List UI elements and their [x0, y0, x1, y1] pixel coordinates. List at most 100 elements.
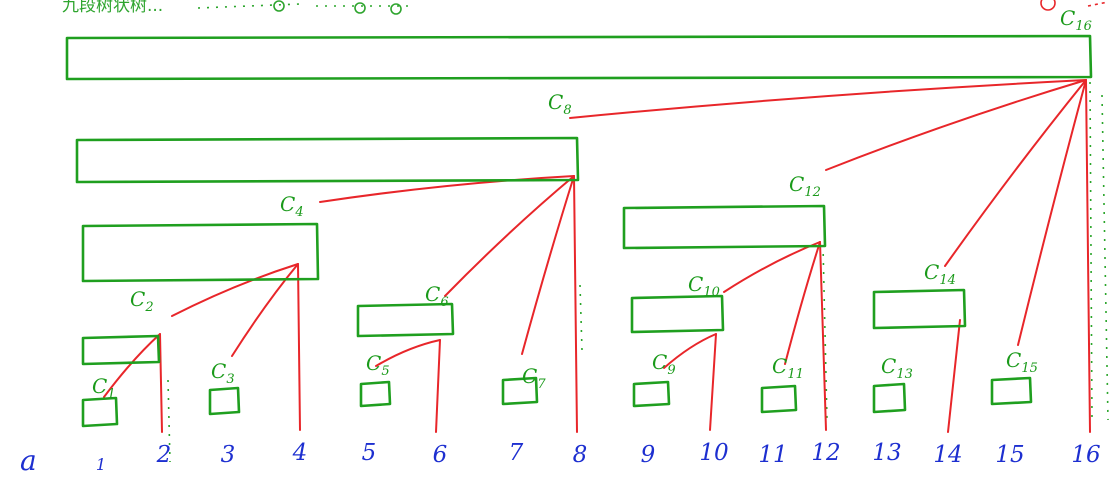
- guide-line: [1089, 81, 1093, 421]
- stem-c14: [947, 319, 961, 433]
- stem-c12: [819, 241, 827, 431]
- index-label: 7: [509, 440, 524, 466]
- label-c9: C9: [652, 350, 676, 378]
- corner-dash-mark: [1087, 1, 1109, 7]
- header-circle-mark: [390, 3, 402, 15]
- stem-c6: [435, 339, 441, 433]
- array-label: a: [20, 444, 37, 477]
- edge-c14-to-c16: [944, 79, 1087, 267]
- label-subscript: 3: [226, 372, 234, 387]
- index-label: 13: [872, 440, 901, 466]
- label-subscript: 13: [896, 367, 913, 382]
- label-c13: C13: [881, 354, 913, 382]
- edge-c5-to-c6: [375, 339, 441, 367]
- label-letter: C: [522, 364, 537, 388]
- label-subscript: 5: [381, 364, 389, 379]
- label-subscript: 11: [787, 367, 804, 382]
- box-c3: [208, 386, 241, 416]
- label-c6: C6: [425, 282, 449, 310]
- box-c14: [872, 288, 967, 330]
- box-c15: [990, 376, 1033, 406]
- index-label: 16: [1071, 442, 1100, 468]
- label-letter: C: [924, 260, 939, 284]
- edge-c8-to-c16: [569, 79, 1087, 119]
- box-c12: [622, 204, 827, 250]
- label-subscript: 16: [1075, 19, 1092, 34]
- index-label: 6: [433, 442, 448, 468]
- label-c2: C2: [130, 287, 154, 315]
- label-c10: C10: [688, 272, 720, 300]
- label-letter: C: [130, 287, 145, 311]
- edge-c12-to-c16: [825, 79, 1087, 171]
- box-c11: [760, 384, 798, 414]
- label-subscript: 14: [939, 273, 956, 288]
- index-label: 8: [573, 442, 588, 468]
- label-letter: C: [688, 272, 703, 296]
- box-c2: [81, 334, 161, 366]
- label-letter: C: [789, 172, 804, 196]
- label-letter: C: [92, 374, 107, 398]
- edge-c9-to-c10: [663, 333, 717, 369]
- label-letter: C: [652, 350, 667, 374]
- label-c14: C14: [924, 260, 956, 288]
- stem-c10: [709, 333, 717, 431]
- box-c6: [356, 302, 455, 338]
- label-letter: C: [881, 354, 896, 378]
- label-subscript: 8: [563, 103, 571, 118]
- box-c8: [75, 136, 580, 184]
- index-label: 9: [641, 442, 656, 468]
- label-letter: C: [772, 354, 787, 378]
- edge-c10-to-c12: [723, 241, 821, 293]
- index-label: 12: [811, 440, 840, 466]
- label-letter: C: [548, 90, 563, 114]
- index-label: 15: [995, 442, 1024, 468]
- label-letter: C: [1006, 348, 1021, 372]
- index-label: 3: [221, 442, 236, 468]
- box-c10: [630, 294, 725, 334]
- label-c7: C7: [522, 364, 546, 392]
- label-subscript: 7: [537, 377, 546, 392]
- edge-c7-to-c8: [521, 175, 575, 355]
- label-subscript: 9: [667, 363, 675, 378]
- corner-circle-mark: [1040, 0, 1056, 11]
- box-c9: [632, 380, 671, 408]
- index-label: 5: [362, 440, 377, 466]
- label-letter: C: [1060, 6, 1075, 30]
- index-label: 4: [292, 440, 308, 466]
- box-c4: [81, 222, 320, 283]
- label-letter: C: [425, 282, 440, 306]
- label-c5: C5: [366, 351, 390, 379]
- edge-c15-to-c16: [1017, 79, 1087, 346]
- label-subscript: 15: [1021, 361, 1038, 376]
- edge-c2-to-c4: [171, 263, 299, 317]
- header-scribble: 九段树状树...: [62, 0, 163, 16]
- stem-c2: [159, 333, 163, 433]
- guide-line: [579, 284, 583, 351]
- label-c16: C16: [1060, 6, 1092, 34]
- index-label: 10: [699, 440, 728, 466]
- label-letter: C: [280, 192, 295, 216]
- box-c16: [65, 34, 1093, 81]
- label-c11: C11: [772, 354, 804, 382]
- label-c15: C15: [1006, 348, 1038, 376]
- label-subscript: 1: [107, 387, 115, 402]
- header-dotted-trail: [197, 3, 410, 9]
- index-label: 11: [758, 442, 787, 468]
- box-c5: [359, 380, 392, 408]
- index-label: 14: [933, 442, 962, 468]
- edge-c4-to-c8: [319, 175, 575, 203]
- stem-c8: [573, 175, 578, 433]
- header-circle-mark: [354, 2, 366, 14]
- label-subscript: 10: [703, 285, 720, 300]
- label-c4: C4: [280, 192, 304, 220]
- box-c7: [501, 376, 539, 406]
- label-letter: C: [366, 351, 381, 375]
- label-c8: C8: [548, 90, 572, 118]
- label-c1: C1: [92, 374, 116, 402]
- label-c3: C3: [211, 359, 235, 387]
- box-c1: [81, 396, 119, 428]
- box-c13: [872, 382, 907, 414]
